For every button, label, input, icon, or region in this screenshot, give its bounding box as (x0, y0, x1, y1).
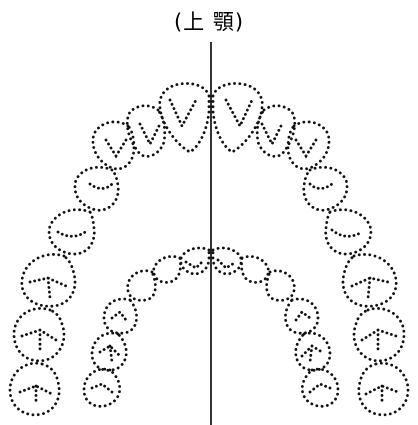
tooth-outer-right-4 (304, 167, 347, 210)
inner-arch-right (213, 248, 338, 406)
tooth-inner-left-3 (128, 271, 156, 301)
outer-arch-left (10, 84, 209, 415)
tooth-inner-right-5 (296, 333, 330, 370)
outer-arch-right (213, 84, 408, 415)
tooth-outer-left-8 (10, 363, 59, 415)
tooth-outer-left-5 (49, 210, 94, 254)
tooth-outer-left-1 (160, 84, 209, 153)
tooth-inner-right-4 (285, 299, 318, 333)
tooth-inner-right-3 (267, 271, 295, 301)
tooth-outer-right-6 (343, 254, 396, 306)
tooth-inner-right-2 (241, 256, 268, 282)
tooth-inner-left-4 (104, 299, 137, 333)
tooth-outer-right-8 (359, 363, 408, 415)
tooth-inner-left-1 (181, 248, 209, 274)
tooth-inner-right-6 (302, 369, 338, 406)
inner-arch-left (84, 248, 209, 406)
tooth-inner-left-5 (92, 333, 126, 370)
tooth-outer-right-1 (213, 84, 262, 153)
tooth-outer-left-2 (127, 106, 165, 157)
tooth-outer-right-5 (326, 210, 371, 254)
tooth-inner-left-2 (154, 256, 181, 282)
tooth-outer-left-4 (75, 167, 118, 210)
tooth-inner-left-6 (84, 369, 120, 406)
tooth-outer-left-6 (22, 254, 75, 306)
tooth-outer-right-2 (257, 106, 295, 157)
